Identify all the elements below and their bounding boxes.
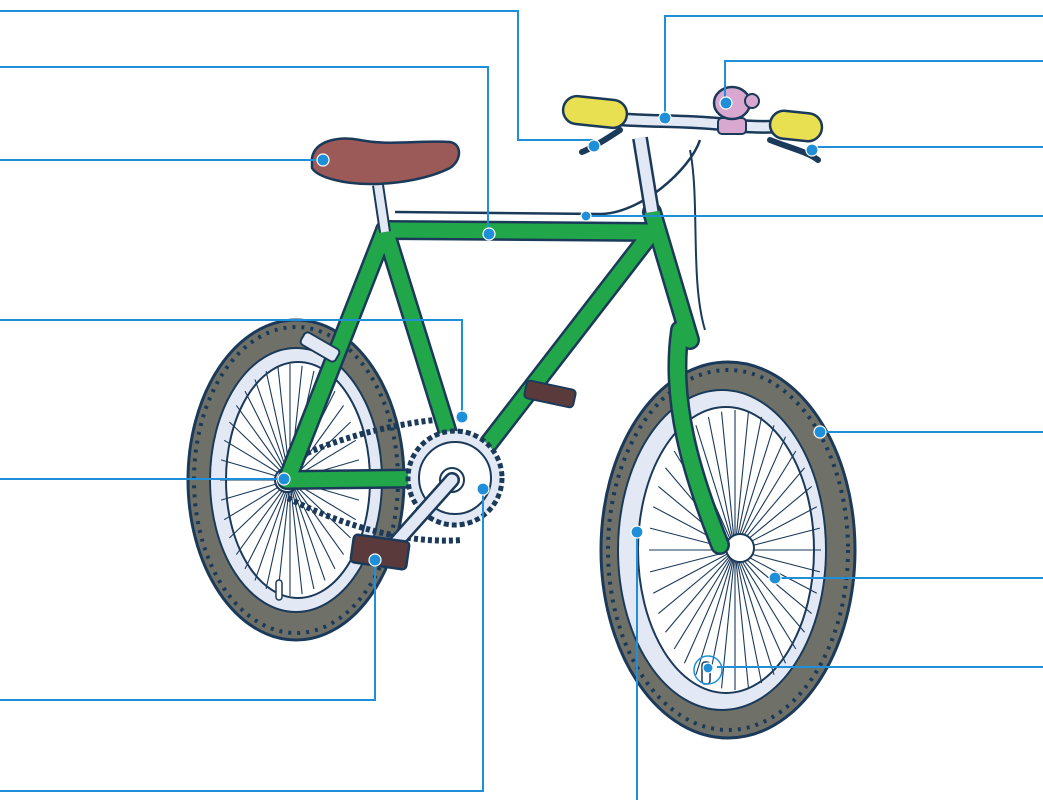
callout-marker-spoke [769,572,781,584]
callout-marker-pedal [369,554,381,566]
callout-marker-handlebar [659,112,671,124]
saddle [312,139,459,184]
callout-marker-rear-hub [278,473,290,485]
callout-marker-top-tube [483,228,495,240]
left-grip [562,95,629,130]
callout-marker-bell [720,97,732,109]
callout-marker-saddle [317,154,329,166]
callout-marker-brake-lever [806,144,818,156]
callout-marker-tire [814,426,826,438]
callout-marker-brake-cable [581,211,591,221]
front-hub [726,534,754,562]
callout-marker-rim [631,526,643,538]
front-brake-cable [690,150,705,330]
right-grip [769,109,824,142]
callout-marker-chain [456,411,468,423]
callout-marker-valve [703,663,713,673]
callout-marker-chainring [477,483,489,495]
leader-line-bell [725,61,1043,103]
leader-line-shifter [0,11,592,140]
rear-valve [276,580,282,600]
pedal [350,534,409,570]
callout-marker-shifter [588,140,600,152]
bicycle-illustration [188,87,855,738]
